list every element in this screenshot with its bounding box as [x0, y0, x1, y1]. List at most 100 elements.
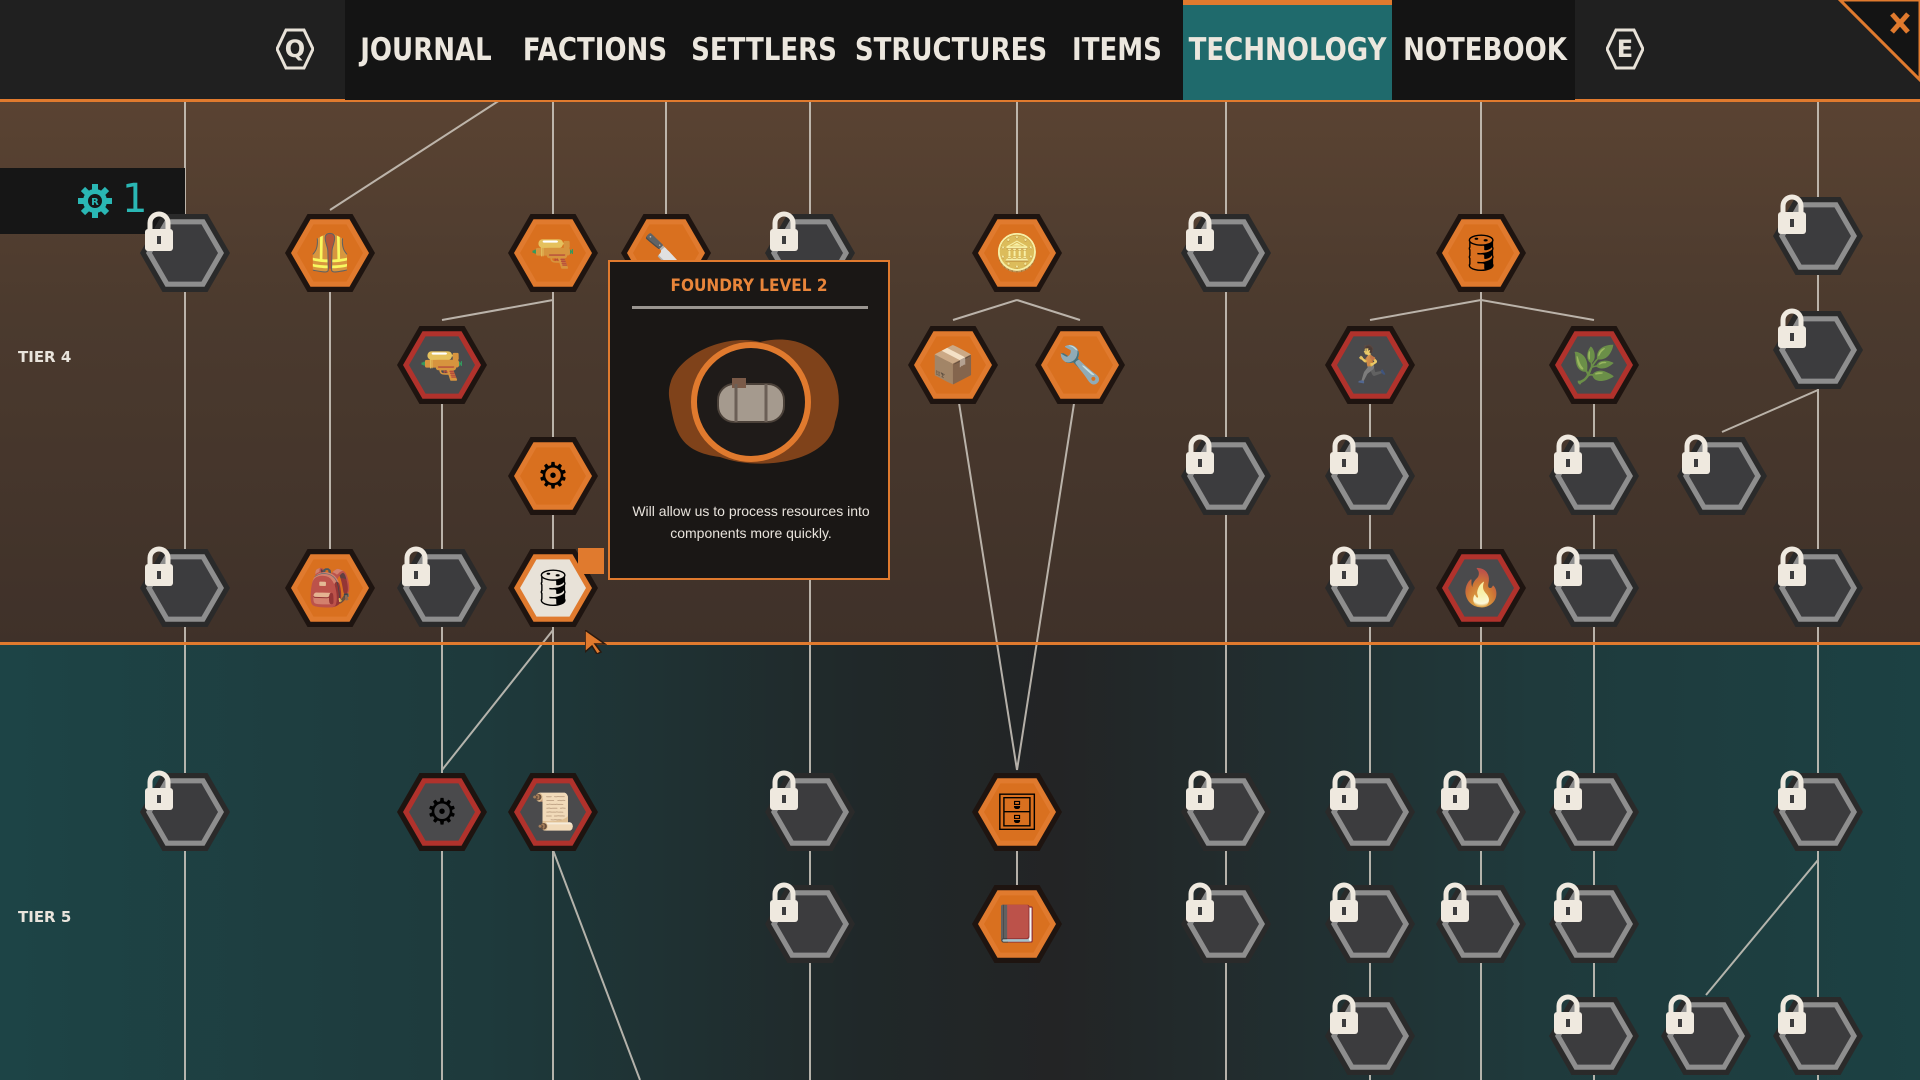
lock-icon — [396, 545, 488, 631]
tech-node-t5-c7-r2[interactable] — [1180, 881, 1272, 967]
tab-notebook[interactable]: NOTEBOOK — [1403, 32, 1567, 68]
lock-icon — [764, 210, 856, 296]
node-hex-frame — [508, 437, 598, 515]
lock-icon — [764, 881, 856, 967]
node-hex-frame — [397, 773, 487, 851]
connection-line — [441, 299, 554, 321]
node-hex-frame — [1436, 549, 1526, 627]
tech-node-t5-c8-r1[interactable] — [1435, 769, 1527, 855]
lock-icon — [139, 769, 231, 855]
lock-icon — [1772, 545, 1864, 631]
stove-icon: 🔥 — [1458, 567, 1504, 608]
tab-items[interactable]: ITEMS — [1072, 32, 1162, 68]
tech-node-t5-c6-r1[interactable]: 🗄 — [971, 769, 1063, 855]
node-hex-frame — [1325, 437, 1415, 515]
tech-node-t4-c8a-r4[interactable] — [1324, 545, 1416, 631]
connection-line — [1369, 299, 1482, 321]
tech-node-t5-c8b-r3[interactable] — [1548, 993, 1640, 1079]
tech-node-t4-c6-r1[interactable]: 🪙 — [971, 210, 1063, 296]
book-icon: 📕 — [994, 903, 1040, 944]
tech-node-t4-c9a-r3[interactable] — [1676, 433, 1768, 519]
foundry-tank-icon — [668, 339, 839, 464]
tech-node-t4-c3b-r2[interactable]: 🔫 — [396, 322, 488, 408]
prev-key-label: Q — [284, 35, 306, 63]
gold-bars-icon: 🪙 — [994, 232, 1040, 273]
lock-icon — [1548, 433, 1640, 519]
tab-structures[interactable]: STRUCTURES — [854, 32, 1048, 68]
tech-node-t4-c8b-r3[interactable] — [1548, 433, 1640, 519]
connection-line — [441, 629, 554, 771]
node-hex-frame — [285, 549, 375, 627]
node-hex-frame — [972, 214, 1062, 292]
tech-node-t4-c7-r3[interactable] — [1180, 433, 1272, 519]
tech-node-t5-c6-r2[interactable]: 📕 — [971, 881, 1063, 967]
tech-node-t5-c5-r2[interactable] — [764, 881, 856, 967]
tech-node-t5-c8-r2[interactable] — [1435, 881, 1527, 967]
lock-icon — [1676, 433, 1768, 519]
tech-node-t4-c6a-r2[interactable]: 📦 — [907, 322, 999, 408]
blueprint-icon: 📜 — [530, 791, 576, 832]
tech-node-t4-c8b-r2[interactable]: 🌿 — [1548, 322, 1640, 408]
tech-node-t4-c8a-r3[interactable] — [1324, 433, 1416, 519]
tech-node-t4-c3b-r4[interactable] — [396, 545, 488, 631]
prev-tab-key-q[interactable]: Q — [276, 28, 314, 70]
connection-line — [1016, 299, 1081, 321]
tech-node-t4-c9-r2[interactable] — [1772, 307, 1864, 393]
tech-node-t4-c8-r1[interactable]: 🛢 — [1435, 210, 1527, 296]
tech-node-t4-c2-r1[interactable]: 🦺 — [284, 210, 376, 296]
tech-node-t4-c3-r1[interactable]: 🔫 — [507, 210, 599, 296]
tech-node-t5-c9-r1[interactable] — [1772, 769, 1864, 855]
lock-icon — [1548, 881, 1640, 967]
tech-node-t5-c8a-r3[interactable] — [1324, 993, 1416, 1079]
lock-icon — [764, 769, 856, 855]
tier-divider — [0, 642, 1920, 645]
tech-node-t4-c8-r4[interactable]: 🔥 — [1435, 545, 1527, 631]
locker-icon: 🗄 — [994, 791, 1040, 832]
tab-factions[interactable]: FACTIONS — [522, 32, 668, 68]
tech-node-t5-c8b-r2[interactable] — [1548, 881, 1640, 967]
tech-node-t5-c9a-r3[interactable] — [1660, 993, 1752, 1079]
tech-node-t4-c2-r4[interactable]: 🎒 — [284, 545, 376, 631]
tab-technology[interactable]: TECHNOLOGY — [1188, 32, 1387, 68]
tech-node-t5-c7-r1[interactable] — [1180, 769, 1272, 855]
tech-node-t4-c1-r1[interactable] — [139, 210, 231, 296]
plant-icon: 🌿 — [1571, 344, 1617, 385]
node-hex-frame — [508, 214, 598, 292]
lock-icon — [139, 210, 231, 296]
lock-icon — [1180, 769, 1272, 855]
lock-icon — [1324, 881, 1416, 967]
next-tab-key-e[interactable]: E — [1606, 28, 1644, 70]
tech-node-t4-c1-r4[interactable] — [139, 545, 231, 631]
nav-underline — [0, 99, 1920, 102]
barrel-icon: 🛢 — [1458, 232, 1504, 273]
tech-node-t4-c9-r1[interactable] — [1772, 193, 1864, 279]
close-button[interactable] — [1836, 0, 1920, 84]
tech-node-t4-c8a-r2[interactable]: 🏃 — [1324, 322, 1416, 408]
tech-node-t4-c3-r3[interactable]: ⚙ — [507, 433, 599, 519]
hex-key-frame-icon — [1606, 28, 1644, 70]
tech-node-t5-c8a-r2[interactable] — [1324, 881, 1416, 967]
tech-node-t5-c8a-r1[interactable] — [1324, 769, 1416, 855]
tech-node-t4-c8b-r4[interactable] — [1548, 545, 1640, 631]
tech-node-t4-c9-r4[interactable] — [1772, 545, 1864, 631]
running-man-icon: 🏃 — [1347, 344, 1393, 385]
tech-node-t4-c6b-r2[interactable]: 🔧 — [1034, 322, 1126, 408]
tech-node-t5-c8b-r1[interactable] — [1548, 769, 1640, 855]
connection-line — [1705, 859, 1819, 996]
tech-node-t5-c9-r3[interactable] — [1772, 993, 1864, 1079]
tab-settlers[interactable]: SETTLERS — [691, 32, 837, 68]
gear-icon: ⚙ — [425, 791, 459, 832]
tech-node-t5-c5-r1[interactable] — [764, 769, 856, 855]
lock-icon — [1435, 769, 1527, 855]
tech-node-t5-c3-r1[interactable]: 📜 — [507, 769, 599, 855]
tech-node-t4-c7-r1[interactable] — [1180, 210, 1272, 296]
lock-icon — [1548, 993, 1640, 1079]
foundry-tank-icon: 🛢 — [530, 567, 576, 608]
tab-journal[interactable]: JOURNAL — [360, 32, 492, 68]
tech-node-t4-c3-r4[interactable]: 🛢 — [507, 545, 599, 631]
lock-icon — [1772, 769, 1864, 855]
tooltip-title: FOUNDRY LEVEL 2 — [670, 276, 828, 296]
node-hex-frame — [1325, 326, 1415, 404]
tech-node-t5-c3b-r1[interactable]: ⚙ — [396, 769, 488, 855]
tech-node-t5-c1-r1[interactable] — [139, 769, 231, 855]
